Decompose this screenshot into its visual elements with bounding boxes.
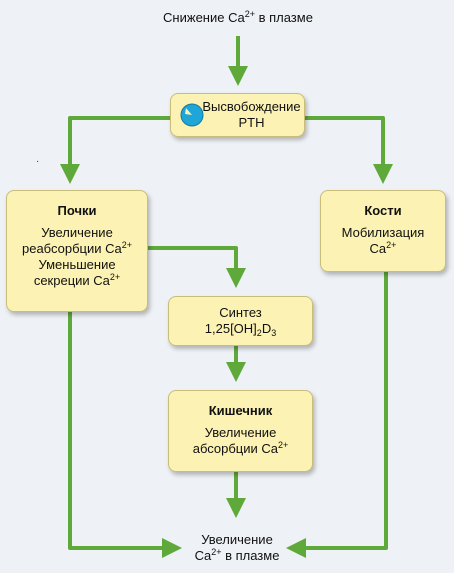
arrow-kidneys-to-synthesis	[148, 246, 246, 288]
pth-gland-icon	[180, 103, 204, 127]
intestine-box: Кишечник Увеличение абсорбции Ca2+	[168, 390, 313, 472]
kidneys-box: Почки Увеличение реабсорбции Ca2+ Уменьш…	[6, 190, 148, 312]
arrow-pth-to-bones	[305, 116, 393, 184]
bottom-label: Увеличение Ca2+ в плазме	[194, 532, 280, 563]
kidneys-title: Почки	[57, 203, 97, 218]
pth-release-box: Высвобождение PTH	[170, 93, 305, 137]
arrow-bones-to-result	[286, 272, 388, 558]
top-label: Снижение Ca2+ в плазме	[163, 9, 313, 26]
bones-box: Кости Мобилизация Ca2+	[320, 190, 446, 272]
arrow-kidneys-to-result	[68, 312, 182, 558]
synthesis-box: Синтез 1,25[OH]2D3	[168, 296, 313, 346]
stray-mark: ·	[36, 156, 40, 167]
bones-title: Кости	[364, 203, 402, 218]
arrow-pth-to-kidneys	[60, 116, 170, 184]
intestine-title: Кишечник	[208, 403, 273, 418]
